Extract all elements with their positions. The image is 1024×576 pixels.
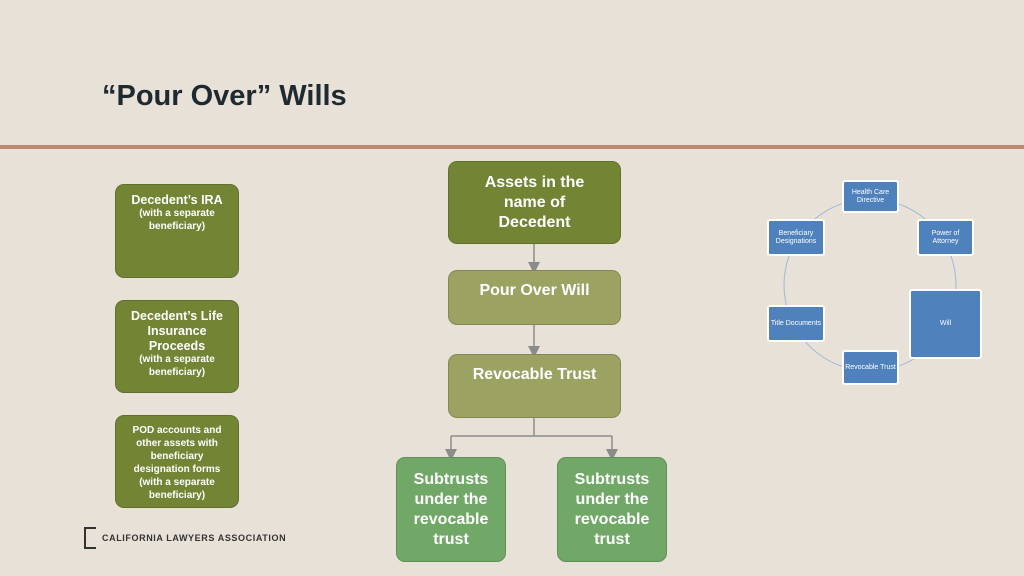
- cycle-power-of-attorney-text: Power of Attorney: [931, 229, 960, 245]
- cycle-beneficiary-designations-text: Beneficiary Designations: [775, 229, 817, 245]
- logo-text: CALIFORNIA LAWYERS ASSOCIATION: [102, 533, 287, 543]
- slide-title: “Pour Over” Wills: [102, 80, 347, 112]
- subtrust-left-text: Subtrusts under the revocable trust: [413, 470, 489, 548]
- logo-bracket-icon: [84, 527, 96, 549]
- cycle-title-documents: Title Documents: [767, 305, 825, 342]
- cycle-health-care-text: Health Care Directive: [851, 188, 890, 204]
- subtrust-right-text: Subtrusts under the revocable trust: [574, 470, 650, 548]
- life-insurance-box-sub: (with a separate beneficiary): [139, 354, 215, 378]
- cycle-power-of-attorney: Power of Attorney: [917, 219, 974, 256]
- revocable-trust-box: Revocable Trust: [448, 354, 621, 418]
- life-insurance-box-main: Decedent’s Life Insurance Proceeds: [131, 309, 223, 353]
- pod-accounts-box-text: POD accounts and other assets with benef…: [132, 425, 222, 501]
- pour-over-will-box: Pour Over Will: [448, 270, 621, 325]
- cycle-will: Will: [909, 289, 982, 359]
- assets-box-text: Assets in the name of Decedent: [484, 173, 585, 231]
- pod-accounts-box: POD accounts and other assets with benef…: [115, 415, 239, 508]
- subtrust-right-box: Subtrusts under the revocable trust: [557, 457, 667, 562]
- cla-logo: CALIFORNIA LAWYERS ASSOCIATION: [84, 526, 286, 550]
- pour-over-will-text: Pour Over Will: [479, 282, 590, 299]
- ira-box-sub: (with a separate beneficiary): [139, 208, 215, 232]
- assets-box: Assets in the name of Decedent: [448, 161, 621, 244]
- cycle-health-care: Health Care Directive: [842, 180, 899, 213]
- revocable-trust-text: Revocable Trust: [472, 366, 597, 383]
- ira-box-main: Decedent’s IRA: [131, 193, 223, 207]
- cycle-revocable-trust: Revocable Trust: [842, 350, 899, 385]
- cycle-title-documents-text: Title Documents: [770, 319, 822, 327]
- title-divider: [0, 145, 1024, 149]
- cycle-beneficiary-designations: Beneficiary Designations: [767, 219, 825, 256]
- life-insurance-box: Decedent’s Life Insurance Proceeds (with…: [115, 300, 239, 393]
- ira-box: Decedent’s IRA (with a separate benefici…: [115, 184, 239, 278]
- subtrust-left-box: Subtrusts under the revocable trust: [396, 457, 506, 562]
- cycle-revocable-trust-text: Revocable Trust: [845, 363, 896, 371]
- cycle-will-text: Will: [939, 320, 952, 327]
